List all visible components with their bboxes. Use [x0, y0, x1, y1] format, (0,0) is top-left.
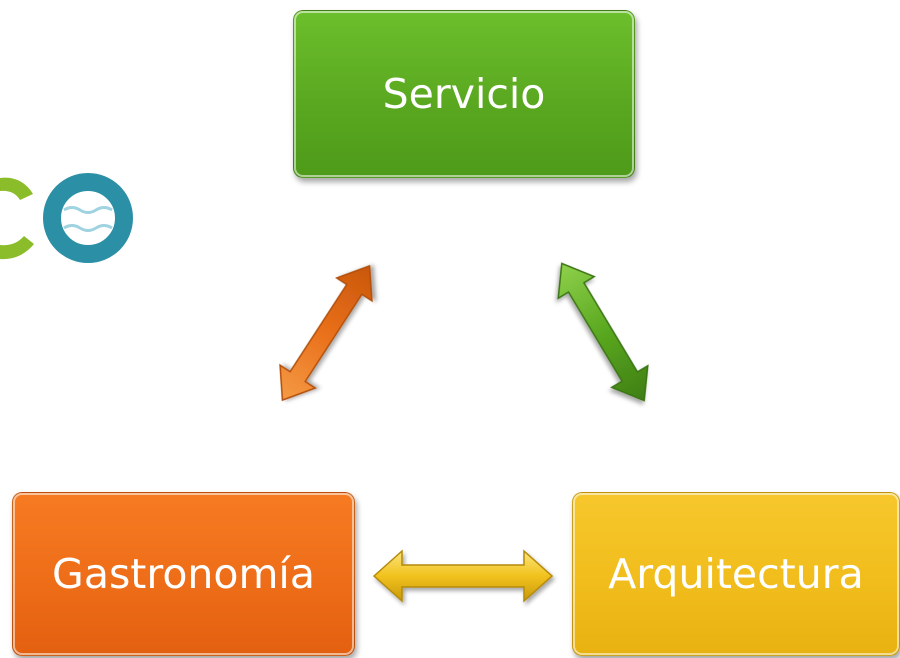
- logo-wave: [63, 224, 113, 232]
- node-arquitectura-label: Arquitectura: [608, 550, 864, 598]
- logo-green-arc-lower: [0, 236, 34, 260]
- logo-green-arc: [0, 177, 33, 200]
- logo-ring: [43, 173, 133, 263]
- logo-wave: [63, 206, 113, 214]
- arrow-gastronomia-servicio: [279, 264, 373, 402]
- node-arquitectura: Arquitectura: [572, 492, 900, 656]
- arrow-servicio-arquitectura: [557, 262, 649, 402]
- arrow-gastronomia-arquitectura: [372, 549, 554, 603]
- node-gastronomia-label: Gastronomía: [52, 550, 315, 598]
- node-gastronomia: Gastronomía: [12, 492, 355, 656]
- node-servicio: Servicio: [293, 10, 635, 178]
- node-servicio-label: Servicio: [382, 70, 546, 118]
